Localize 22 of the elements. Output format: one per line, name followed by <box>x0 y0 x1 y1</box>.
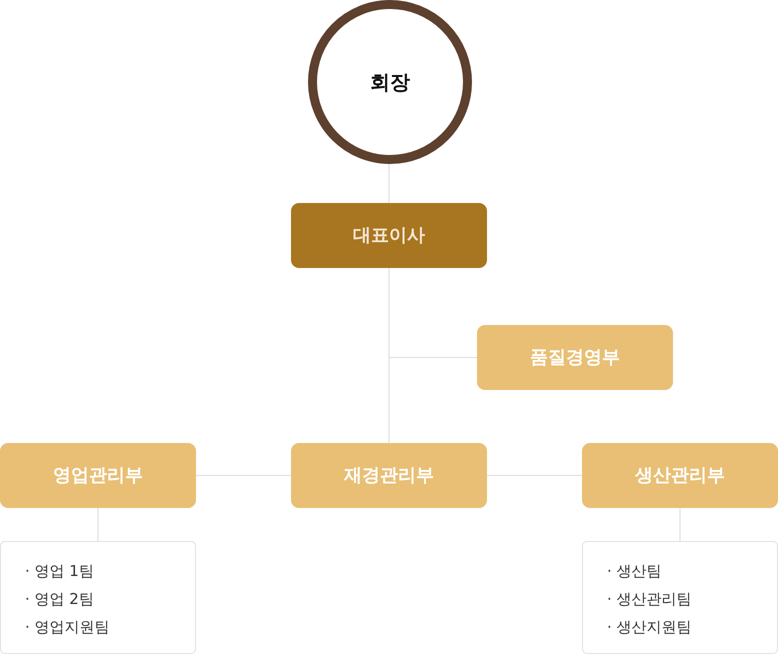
list-item: · 생산팀 <box>607 561 662 582</box>
node-label: 생산관리부 <box>635 464 725 488</box>
node-label: 품질경영부 <box>530 346 620 370</box>
node-label: 영업관리부 <box>53 464 143 488</box>
node-label: 회장 <box>370 69 410 95</box>
department-box <box>477 325 673 390</box>
connector-line <box>486 475 582 476</box>
node-label: 대표이사 <box>353 224 425 248</box>
department-box <box>291 443 487 508</box>
list-item: · 영업 2팀 <box>25 589 94 610</box>
list-item: · 영업 1팀 <box>25 561 94 582</box>
list-item: · 영업지원팀 <box>25 617 110 638</box>
department-box <box>582 443 778 508</box>
team-list-card <box>582 541 778 654</box>
connector-line <box>196 475 292 476</box>
team-list-card <box>0 541 196 654</box>
department-box <box>0 443 196 508</box>
executive-box <box>291 203 487 268</box>
node-label: 재경관리부 <box>344 464 434 488</box>
connector-line <box>388 164 390 204</box>
list-item: · 생산관리팀 <box>607 589 692 610</box>
list-item: · 생산지원팀 <box>607 617 692 638</box>
